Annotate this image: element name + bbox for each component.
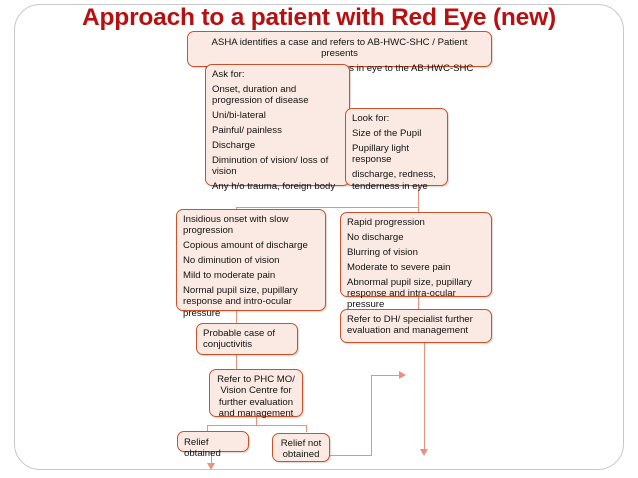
look-for-item-pupil-size: Size of the Pupil <box>352 127 422 139</box>
node-relief-obtained[interactable]: Relief obtained <box>177 431 249 459</box>
relief-not-obtained-label: Relief not obtained <box>280 438 322 461</box>
ask-for-item-laterality: Uni/bi-lateral <box>212 110 266 122</box>
rapid-item-pain: Moderate to severe pain <box>347 261 451 273</box>
rapid-item-vision: Blurring of vision <box>347 246 418 258</box>
conjunctivitis-label: Probable case of conjuctivitis <box>203 328 275 351</box>
connector-conjunctivitis-to-referphc <box>236 355 238 369</box>
rapid-item-discharge: No discharge <box>347 231 404 243</box>
rapid-item-pupil: Abnormal pupil size, pupillary response … <box>347 276 472 311</box>
node-refer-dh[interactable]: Refer to DH/ specialist further evaluati… <box>340 309 492 343</box>
refer-phc-label: Refer to PHC MO/ Vision Centre for furth… <box>217 374 295 420</box>
node-insidious-onset[interactable]: Insidious onset with slow progression Co… <box>176 209 326 319</box>
arrow-reliefnot-feedback <box>399 371 406 379</box>
connector-split-horizontal <box>236 207 419 209</box>
insidious-item-vision: No diminution of vision <box>183 255 280 267</box>
ask-for-item-discharge: Discharge <box>212 140 256 152</box>
insidious-item-pupil: Normal pupil size, pupillary response an… <box>183 285 298 319</box>
node-look-for[interactable]: Look for: Size of the Pupil Pupillary li… <box>345 108 448 192</box>
asha-line-1: ASHA identifies a case and refers to AB-… <box>211 37 468 60</box>
connector-relief-right-down <box>306 425 308 432</box>
look-for-item-discharge-redness: discharge, redness, tenderness in eye <box>352 169 436 192</box>
connector-reliefnot-to-arrow <box>371 375 400 377</box>
connector-lookfor-down <box>418 186 420 208</box>
insidious-item-onset: Insidious onset with slow progression <box>183 214 289 237</box>
node-asha-identifies[interactable]: ASHA identifies a case and refers to AB-… <box>187 31 492 74</box>
rapid-item-progression: Rapid progression <box>347 217 425 228</box>
ask-for-item-pain: Painful/ painless <box>212 125 282 137</box>
connector-relief-obtained-down <box>211 452 213 465</box>
connector-referdh-long-down <box>424 343 426 451</box>
ask-for-item-onset: Onset, duration and progression of disea… <box>212 83 309 107</box>
connector-relief-left-down <box>207 425 209 432</box>
connector-reliefnot-up <box>371 375 373 456</box>
insidious-item-pain: Mild to moderate pain <box>183 270 276 282</box>
arrow-relief-obtained-down <box>207 463 215 470</box>
connector-insidious-to-conjunctivitis <box>236 311 238 324</box>
node-rapid-progression[interactable]: Rapid progression No discharge Blurring … <box>340 212 492 310</box>
page-title: Approach to a patient with Red Eye (new) <box>82 4 556 31</box>
insidious-item-discharge: Copious amount of discharge <box>183 240 308 252</box>
look-for-heading: Look for: <box>352 113 390 124</box>
ask-for-heading: Ask for: <box>212 69 245 80</box>
node-ask-for[interactable]: Ask for: Onset, duration and progression… <box>205 64 350 192</box>
ask-for-item-vision: Diminution of vision/ loss of vision <box>212 154 329 178</box>
connector-split-right-down <box>418 207 420 215</box>
node-probable-conjunctivitis[interactable]: Probable case of conjuctivitis <box>196 323 298 355</box>
connector-rapid-to-referdh <box>418 296 420 310</box>
ask-for-item-trauma: Any h/o trauma, foreign body <box>212 181 336 193</box>
relief-obtained-label: Relief obtained <box>184 437 221 460</box>
arrow-referdh-down <box>420 449 428 456</box>
look-for-item-light-response: Pupillary light response <box>352 142 410 166</box>
node-refer-phc[interactable]: Refer to PHC MO/ Vision Centre for furth… <box>209 369 303 420</box>
connector-relief-split-horizontal <box>207 425 307 427</box>
node-relief-not-obtained[interactable]: Relief not obtained <box>272 433 330 462</box>
connector-reliefnot-right <box>330 455 372 457</box>
connector-referphc-down <box>256 417 258 426</box>
refer-dh-label: Refer to DH/ specialist further evaluati… <box>347 314 473 337</box>
